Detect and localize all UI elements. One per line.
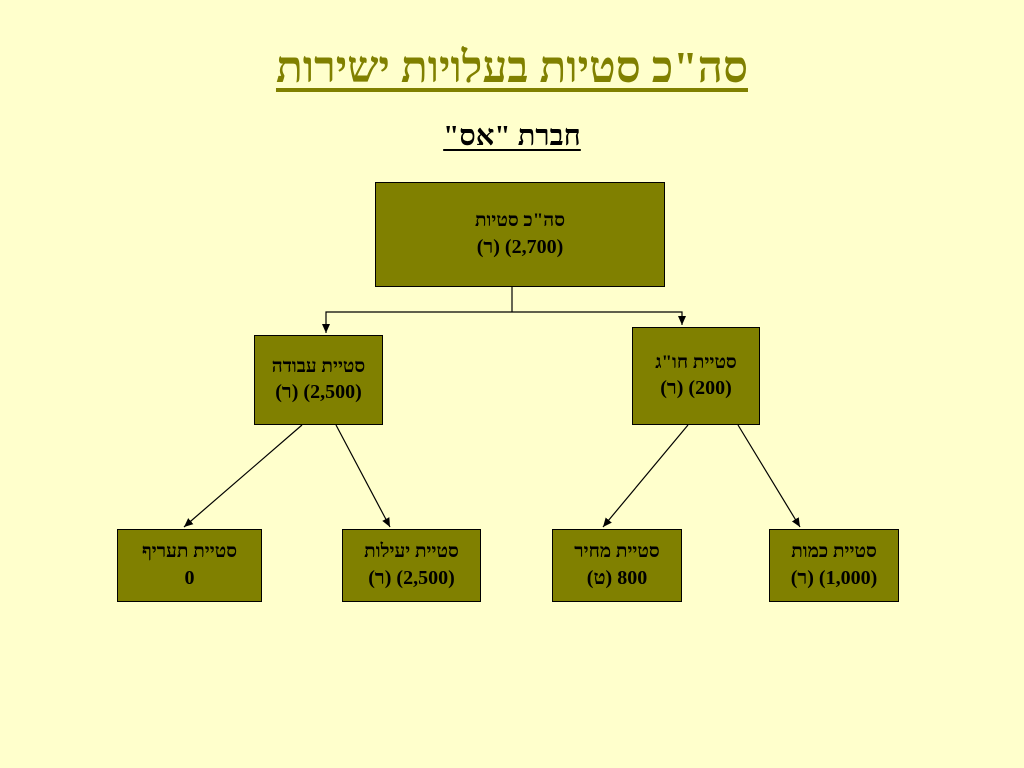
- node-value: 800 (ט): [586, 566, 648, 589]
- connector-total-to-labor: [322, 311, 512, 333]
- node-efficiency-variance: סטיית יעילות (2,500) (ר): [342, 529, 481, 602]
- node-rate-variance: סטיית תעריף 0: [117, 529, 262, 602]
- node-label: סטיית כמות: [791, 541, 877, 563]
- node-value: (1,000) (ר): [790, 566, 878, 589]
- node-value: (2,500) (ר): [275, 381, 362, 404]
- page-title: סה"כ סטיות בעלויות ישירות: [275, 43, 748, 92]
- node-labor-variance: סטיית עבודה (2,500) (ר): [254, 335, 383, 425]
- node-value: (2,500) (ר): [368, 566, 455, 589]
- connector-material-to-quantity: [737, 424, 801, 528]
- page-subtitle: חברת "אס": [443, 120, 581, 152]
- node-value: (2,700) (ר): [476, 235, 564, 258]
- connector-labor-to-rate: [183, 424, 303, 528]
- node-label: סטיית תעריף: [141, 541, 238, 563]
- connector-total-to-material: [512, 311, 686, 325]
- connector-labor-to-efficiency: [335, 424, 391, 528]
- node-price-variance: סטיית מחיר 800 (ט): [552, 529, 682, 602]
- node-quantity-variance: סטיית כמות (1,000) (ר): [769, 529, 899, 602]
- node-label: סטיית חו"ג: [655, 351, 737, 373]
- node-total-variance: סה"כ סטיות (2,700) (ר): [375, 182, 665, 287]
- node-value: (200) (ר): [660, 377, 732, 400]
- node-label: סטיית מחיר: [574, 541, 660, 563]
- node-label: סה"כ סטיות: [474, 210, 566, 232]
- node-label: סטיית עבודה: [271, 355, 366, 377]
- node-value: 0: [184, 566, 195, 589]
- node-material-variance: סטיית חו"ג (200) (ר): [632, 327, 760, 425]
- connector-material-to-price: [602, 424, 689, 528]
- node-label: סטיית יעילות: [364, 541, 459, 563]
